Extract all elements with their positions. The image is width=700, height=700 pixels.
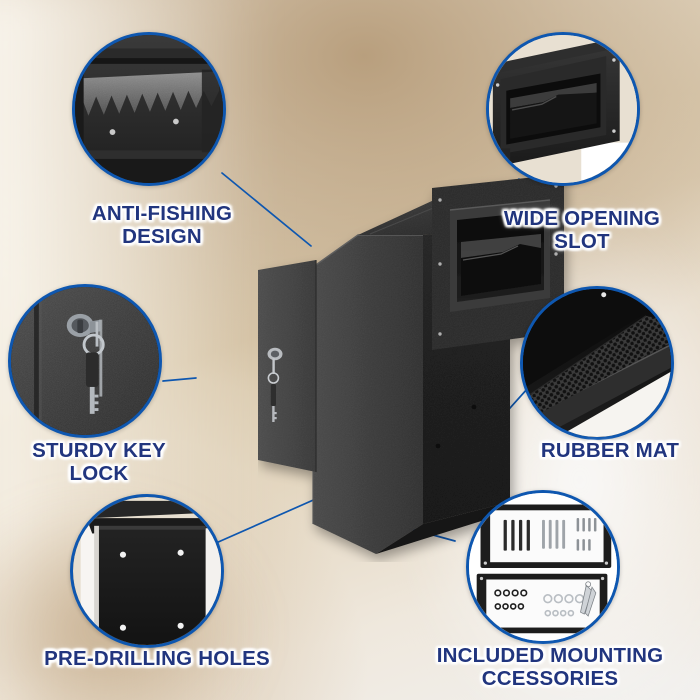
callout-sturdy-key-lock[interactable] xyxy=(8,284,162,438)
mounting-holes-photo xyxy=(73,497,221,645)
hole-top-right xyxy=(177,549,184,556)
label-wide-opening-slot: WIDE OPENING SLOT xyxy=(503,207,661,253)
connector-anti-fishing xyxy=(221,172,312,247)
label-mounting-accessories: INCLUDED MOUNTING CCESSORIES xyxy=(436,644,664,690)
wide-opening-slot-photo xyxy=(489,35,637,183)
key-lock-photo xyxy=(11,287,159,435)
product-body-hole-upper xyxy=(471,404,477,410)
product-body-hole-lower xyxy=(435,443,441,449)
product-mail-slot xyxy=(449,199,551,312)
rubber-mat-photo xyxy=(523,289,671,437)
hole-top-left xyxy=(119,551,127,558)
anti-fishing-photo xyxy=(75,35,223,183)
callout-anti-fishing[interactable] xyxy=(72,32,226,186)
label-rubber-mat: RUBBER MAT xyxy=(540,439,680,462)
label-anti-fishing: ANTI-FISHING DESIGN xyxy=(91,202,233,248)
hole-bottom-left xyxy=(119,624,127,631)
callout-wide-opening-slot[interactable] xyxy=(486,32,640,186)
connector-key-lock xyxy=(162,377,197,382)
callout-pre-drilling-holes[interactable] xyxy=(70,494,224,648)
product-side-door xyxy=(258,260,317,472)
product-body-bottom xyxy=(376,502,510,554)
accessory-tray-washers-keys xyxy=(476,573,608,634)
accessory-tray-screws xyxy=(480,504,612,568)
hardware-kit-photo xyxy=(469,493,617,641)
label-sturdy-key-lock: STURDY KEY LOCK xyxy=(32,439,166,485)
label-pre-drilling-holes: PRE-DRILLING HOLES xyxy=(44,647,270,670)
callout-mounting-accessories[interactable] xyxy=(466,490,620,644)
product-key-lock xyxy=(267,347,283,422)
accessory-keys xyxy=(580,581,597,617)
product-side-panel xyxy=(312,234,423,554)
callout-rubber-mat[interactable] xyxy=(520,286,674,440)
product-drop-box xyxy=(258,174,564,554)
hole-bottom-right xyxy=(177,622,184,629)
